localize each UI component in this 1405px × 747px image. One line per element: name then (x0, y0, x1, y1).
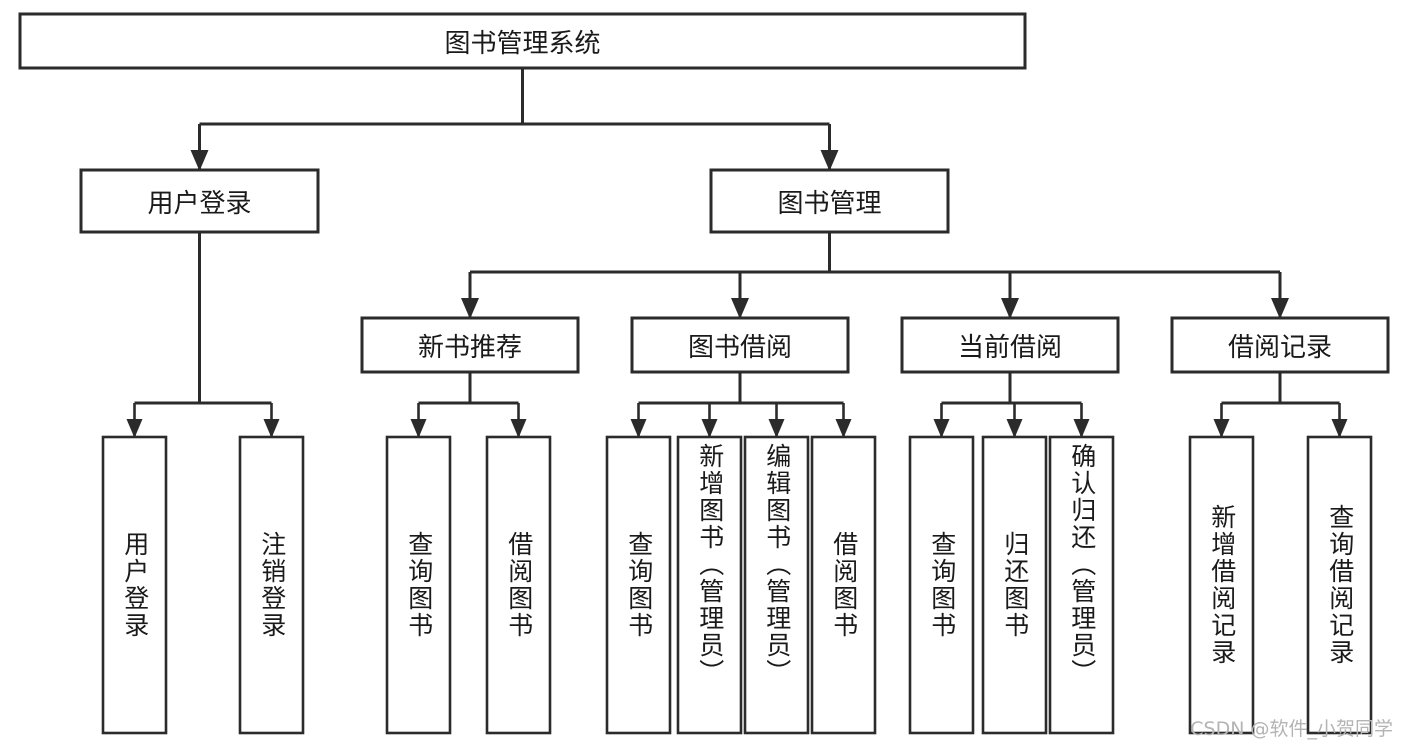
node-box-leaf-user-login[interactable] (101, 435, 168, 735)
connector-arrowhead (820, 150, 839, 171)
connector-arrowhead (510, 419, 527, 438)
node-box-current-borrow[interactable] (900, 316, 1120, 374)
connector-arrowhead (263, 419, 280, 438)
node-box-leaf-query-book-current[interactable] (908, 435, 975, 735)
node-box-leaf-confirm-return[interactable] (1048, 435, 1115, 735)
connector-arrowhead (126, 419, 143, 438)
node-box-leaf-add-book[interactable] (676, 435, 743, 735)
node-box-leaf-add-record[interactable] (1188, 435, 1255, 735)
connector-arrowhead (1073, 419, 1090, 438)
node-box-book-borrow[interactable] (630, 316, 850, 374)
node-box-leaf-logout[interactable] (238, 435, 305, 735)
node-box-borrow-records[interactable] (1170, 316, 1390, 374)
node-box-book-management[interactable] (709, 168, 950, 234)
node-box-leaf-query-record[interactable] (1306, 435, 1373, 735)
connector-arrowhead (1006, 419, 1023, 438)
connector-arrowhead (1213, 419, 1230, 438)
connector-arrowhead (933, 419, 950, 438)
node-box-leaf-edit-book[interactable] (743, 435, 810, 735)
node-box-leaf-borrow-book-recommend[interactable] (485, 435, 552, 735)
connector-arrowhead (190, 150, 209, 171)
connector-arrowhead (1331, 419, 1348, 438)
node-box-leaf-query-book-borrow[interactable] (605, 435, 672, 735)
connector-arrowhead (630, 419, 647, 438)
boxes-layer (18, 12, 1390, 735)
connector-arrowhead (1001, 298, 1019, 319)
connector-arrowhead (701, 419, 718, 438)
node-box-new-book-recommend[interactable] (360, 316, 580, 374)
connector-arrowhead (768, 419, 785, 438)
connector-arrowhead (410, 419, 427, 438)
connectors-layer (126, 68, 1348, 438)
connector-arrowhead (1271, 298, 1289, 319)
node-box-leaf-borrow-book[interactable] (810, 435, 877, 735)
node-box-leaf-query-book-recommend[interactable] (385, 435, 452, 735)
node-box-leaf-return-book[interactable] (981, 435, 1048, 735)
connector-arrowhead (461, 298, 479, 319)
watermark: CSDN @软件_小贺同学 (1190, 718, 1393, 740)
connector-arrowhead (731, 298, 749, 319)
node-box-root[interactable] (18, 12, 1027, 70)
connector-arrowhead (835, 419, 852, 438)
node-box-user-login[interactable] (79, 168, 320, 234)
